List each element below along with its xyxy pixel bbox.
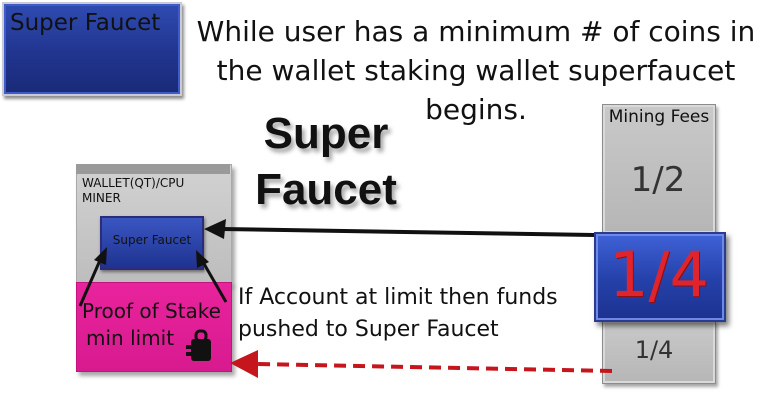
headline-line-3: begins.: [425, 93, 527, 126]
mining-fee-half: 1/2: [630, 160, 686, 200]
super-faucet-box-label: Super Faucet: [10, 10, 161, 36]
mining-fee-highlight-box: [594, 232, 726, 322]
headline: While user has a minimum # of coins in t…: [182, 12, 766, 129]
diagram-title-line-2: Faucet: [255, 165, 397, 214]
wallet-title: WALLET(QT)/CPU MINER: [82, 176, 222, 206]
lock-icon: [186, 329, 211, 361]
mining-fee-quarter: 1/4: [634, 336, 674, 364]
mining-fee-quarter-highlight: 1/4: [609, 238, 709, 311]
wallet-panel-header-strip: [76, 164, 230, 174]
headline-line-1: While user has a minimum # of coins in: [196, 15, 756, 48]
pos-to-faucet-arrow-left: [78, 247, 107, 307]
funds-pushed-arrow: [230, 350, 613, 378]
proof-of-stake-line-2: min limit: [86, 326, 175, 350]
account-limit-note: If Account at limit then funds pushed to…: [238, 282, 558, 346]
proof-of-stake-text: Proof of Stake min limit: [82, 298, 232, 352]
wallet-title-line-1: WALLET(QT)/CPU: [82, 176, 185, 190]
proof-of-stake-line-1: Proof of Stake: [82, 299, 221, 323]
mining-fees-title: Mining Fees: [608, 107, 710, 127]
wallet-title-line-2: MINER: [82, 191, 121, 205]
fee-to-faucet-arrow: [204, 219, 595, 239]
diagram-title-line-1: Super: [263, 109, 389, 158]
wallet-super-faucet-label: Super Faucet: [112, 233, 192, 247]
diagram-title: Super Faucet: [240, 106, 412, 218]
pos-to-faucet-arrow-right: [196, 250, 228, 303]
headline-line-2: the wallet staking wallet superfaucet: [216, 54, 736, 87]
super-faucet-box: [2, 2, 182, 96]
mining-fees-lower-segment: [602, 320, 716, 384]
account-limit-note-line-1: If Account at limit then funds: [238, 285, 558, 310]
account-limit-note-line-2: pushed to Super Faucet: [238, 317, 499, 342]
wallet-super-faucet-box: [100, 216, 204, 270]
